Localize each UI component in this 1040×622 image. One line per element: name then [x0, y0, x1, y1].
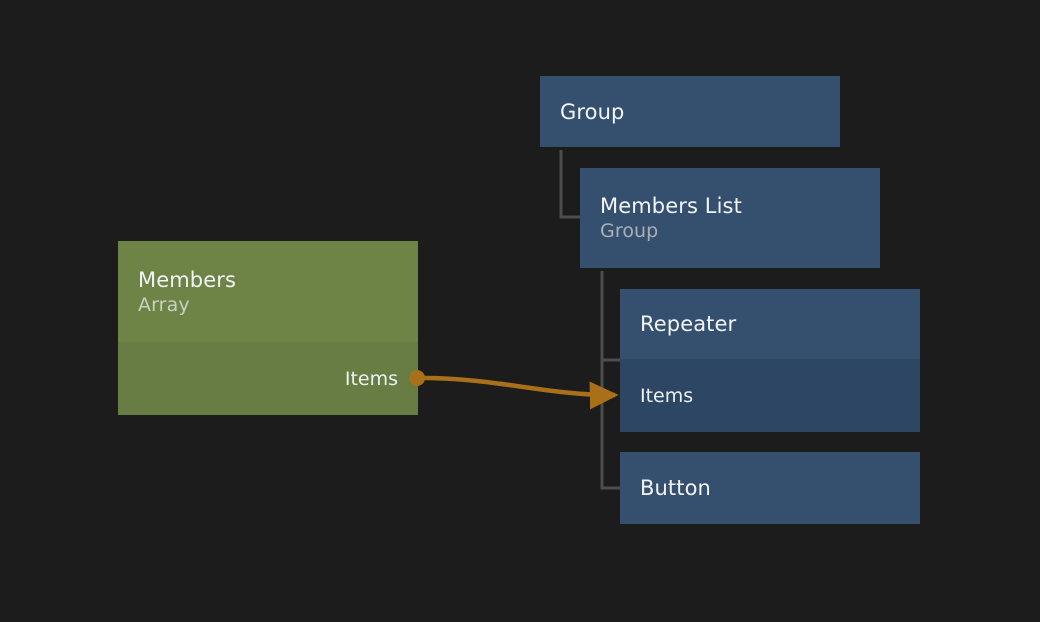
- node-group-title: Group: [560, 99, 625, 124]
- node-members-row-items[interactable]: Items: [118, 342, 418, 415]
- node-members-list[interactable]: Members List Group: [580, 168, 880, 268]
- node-repeater[interactable]: Repeater Items: [620, 289, 920, 432]
- node-repeater-title: Repeater: [640, 312, 737, 336]
- tree-line-members-list-to-children: [600, 271, 621, 490]
- output-port-members-items[interactable]: [409, 370, 425, 386]
- node-group[interactable]: Group: [540, 76, 840, 147]
- node-members-subtitle: Array: [138, 293, 190, 316]
- node-repeater-row-items[interactable]: Items: [620, 359, 920, 432]
- node-members-list-title: Members List: [600, 194, 742, 218]
- tree-line-group-to-members-list: [559, 150, 580, 219]
- node-members-header[interactable]: Members Array: [118, 241, 418, 342]
- node-button-title: Button: [640, 476, 711, 500]
- node-members[interactable]: Members Array Items: [118, 241, 418, 415]
- node-members-list-subtitle: Group: [600, 220, 659, 242]
- node-members-list-header[interactable]: Members List Group: [580, 168, 880, 268]
- connection-members-items-to-repeater-items: [423, 375, 619, 410]
- node-repeater-header[interactable]: Repeater: [620, 289, 920, 359]
- node-button-header[interactable]: Button: [620, 452, 920, 524]
- node-members-row-items-label: Items: [344, 367, 398, 390]
- node-repeater-row-items-label: Items: [640, 384, 694, 407]
- node-button[interactable]: Button: [620, 452, 920, 524]
- node-group-header[interactable]: Group: [540, 76, 840, 147]
- node-members-title: Members: [138, 267, 237, 292]
